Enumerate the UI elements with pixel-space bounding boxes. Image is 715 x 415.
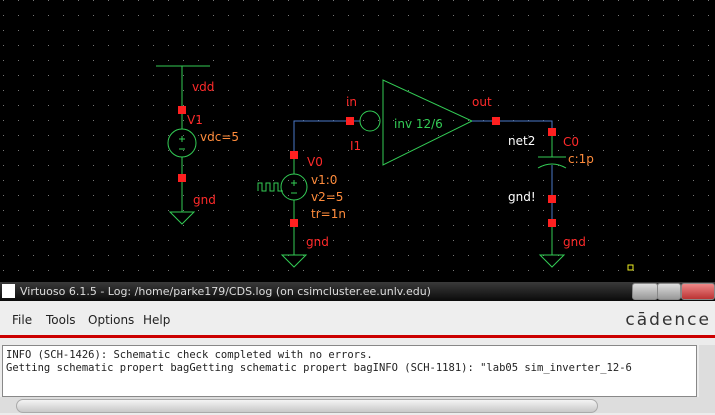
ground-icon	[168, 211, 196, 225]
log-window: Virtuoso 6.1.5 - Log: /home/parke179/CDS…	[0, 282, 715, 415]
gnd-bang-label: gnd!	[508, 190, 536, 204]
grid	[0, 0, 715, 282]
v1-name: V1	[187, 113, 203, 127]
ground-icon	[280, 254, 308, 268]
net2-label: net2	[508, 134, 535, 148]
symbols	[156, 65, 567, 268]
menu-tools[interactable]: Tools	[46, 313, 76, 327]
v0-name: V0	[307, 155, 323, 169]
inverter-symbol	[382, 79, 474, 166]
scrollbar-thumb[interactable]	[16, 399, 598, 413]
schematic-canvas[interactable]: vdd V1 vdc=5 gnd in out inv 12/6 I1 V0 v…	[0, 0, 715, 282]
v0-gnd: gnd	[306, 235, 329, 249]
minimize-button[interactable]	[632, 283, 658, 300]
v1-gnd: gnd	[193, 193, 216, 207]
horizontal-scrollbar[interactable]	[0, 397, 715, 413]
v1-param: vdc=5	[200, 130, 239, 144]
menu-bar: File Tools Options Help cādence	[0, 301, 715, 338]
pulse-icon	[257, 182, 283, 192]
cadence-logo: cādence	[625, 310, 711, 330]
log-line: Getting schematic propert bagGetting sch…	[6, 362, 632, 374]
menu-help[interactable]: Help	[143, 313, 171, 327]
c-gnd: gnd	[563, 235, 586, 249]
vdd-label: vdd	[192, 80, 214, 94]
menu-options[interactable]: Options	[88, 313, 135, 327]
log-text-area[interactable]: INFO (SCH-1426): Schematic check complet…	[2, 345, 697, 397]
close-button[interactable]	[681, 283, 715, 300]
plus-minus-icon	[291, 180, 297, 194]
window-title: Virtuoso 6.1.5 - Log: /home/parke179/CDS…	[20, 285, 431, 298]
app-icon	[2, 284, 15, 298]
in-label: in	[346, 95, 357, 109]
title-bar[interactable]: Virtuoso 6.1.5 - Log: /home/parke179/CDS…	[0, 282, 715, 301]
inst-name: I1	[350, 139, 361, 153]
plus-minus-icon	[179, 136, 185, 150]
ground-icon	[538, 254, 566, 268]
v0-v2: v2=5	[311, 190, 343, 204]
inv-label: inv 12/6	[394, 117, 443, 131]
out-label: out	[472, 95, 492, 109]
maximize-button[interactable]	[657, 283, 681, 300]
marker	[627, 264, 634, 271]
v0-tr: tr=1n	[311, 207, 346, 221]
vertical-scrollbar[interactable]	[699, 345, 715, 397]
v0-v1: v1:0	[311, 173, 337, 187]
c0-param: c:1p	[568, 152, 594, 166]
log-line: INFO (SCH-1426): Schematic check complet…	[6, 349, 373, 361]
menu-file[interactable]: File	[12, 313, 33, 327]
pins	[178, 106, 556, 227]
c0-name: C0	[563, 135, 579, 149]
